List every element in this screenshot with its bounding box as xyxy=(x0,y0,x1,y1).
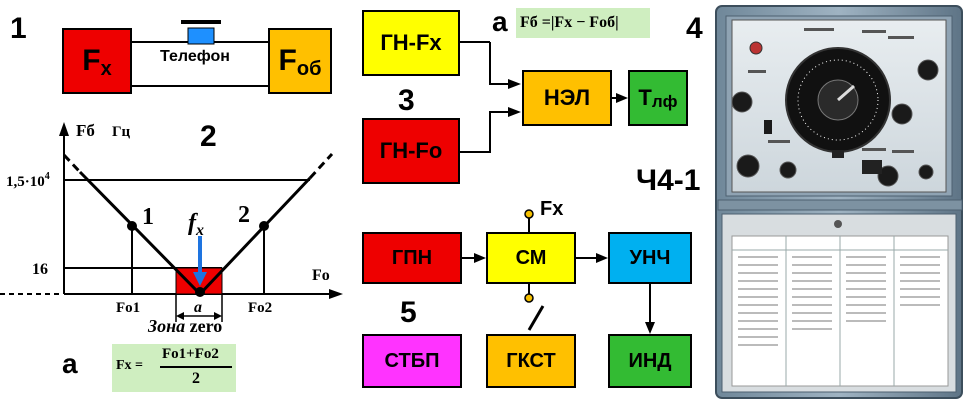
stbp-box: СТБП xyxy=(362,334,462,388)
phone-box-subscript: лф xyxy=(651,92,678,111)
gkst-box: ГКСТ xyxy=(486,334,576,388)
switch-icon xyxy=(527,305,545,331)
gen-fx-box: ГН-Fx xyxy=(362,10,460,76)
panel-5-wires xyxy=(462,209,655,334)
section-number-4: 4 xyxy=(686,12,703,45)
device-knob-icon xyxy=(918,164,934,180)
panel-1-wires xyxy=(132,20,268,87)
lid-latch-icon xyxy=(834,220,842,228)
fx-box-subscript: x xyxy=(100,57,112,80)
panel-3-wires xyxy=(460,41,628,153)
panel-2-beat-graph: Fб Гц Fo 1,5·104 16 Fo1 Fo2 1 2 fx a Зон… xyxy=(0,121,343,336)
phone-handset-icon xyxy=(181,20,221,24)
device-knob-icon xyxy=(779,161,797,179)
y-tick-high: 1,5·104 xyxy=(6,171,50,190)
device-knob-icon xyxy=(736,154,760,178)
y-axis-unit: Гц xyxy=(112,124,131,140)
section-number-3: 3 xyxy=(398,84,415,117)
device-name-label: Ч4-1 xyxy=(636,164,701,197)
device-knob-icon xyxy=(891,103,913,125)
panel-3-formula-letter: а xyxy=(492,6,508,37)
minimum-marker xyxy=(195,287,205,297)
panel-2-formula-letter: а xyxy=(62,348,78,379)
point-2-marker xyxy=(259,221,269,231)
phone-label: Телефон xyxy=(160,48,230,65)
ind-box: ИНД xyxy=(608,334,692,388)
x-axis-arrow xyxy=(329,289,343,299)
formula-denominator: 2 xyxy=(192,370,200,387)
device-knob-icon xyxy=(877,165,899,187)
x-tick-fo2: Fo2 xyxy=(248,300,272,316)
device-knob-icon xyxy=(731,91,753,113)
section-number-2: 2 xyxy=(200,120,217,153)
device-lamp-icon xyxy=(749,41,763,55)
formula-numerator: Fo1+Fo2 xyxy=(162,346,219,362)
panel-5-fx-label: Fx xyxy=(540,198,564,220)
fob-box-subscript: об xyxy=(296,57,322,80)
device-knob-icon xyxy=(917,59,939,81)
x-axis-label: Fo xyxy=(312,267,330,284)
point-2-label: 2 xyxy=(238,202,250,228)
point-1-marker xyxy=(127,221,137,231)
section-number-5: 5 xyxy=(400,296,417,329)
gpn-box: ГПН xyxy=(362,232,462,284)
section-number-1: 1 xyxy=(10,12,27,45)
zone-zero-label: Зона zero xyxy=(147,316,222,336)
cm-box: СМ xyxy=(486,232,576,284)
device-switch-icon xyxy=(764,120,772,134)
point-1-label: 1 xyxy=(142,204,154,230)
panel-3-formula: Fб =|Fx − Fоб| xyxy=(516,8,650,38)
y-tick-low: 16 xyxy=(32,261,48,278)
formula-lhs: Fx = xyxy=(116,358,144,373)
switch-terminal xyxy=(524,293,534,303)
y-axis-arrow xyxy=(59,122,69,136)
x-tick-fo1: Fo1 xyxy=(116,300,140,316)
fx-label: fx xyxy=(188,210,204,239)
nel-mixer-box: НЭЛ xyxy=(522,70,612,126)
gen-fo-box: ГН-Fo xyxy=(362,118,460,184)
gap-label: a xyxy=(194,299,202,316)
unch-box: УНЧ xyxy=(608,232,692,284)
y-axis-label: Fб xyxy=(76,121,95,140)
formula-fraction-bar xyxy=(160,366,232,368)
phone-box-label: Т xyxy=(638,85,652,110)
fx-box-label: F xyxy=(82,44,101,77)
fx-input-terminal xyxy=(524,209,534,219)
ch4-1-device-illustration xyxy=(715,5,963,399)
panel-2-formula: Fx = Fo1+Fo2 2 xyxy=(112,344,236,392)
fob-box-label: F xyxy=(278,44,297,77)
